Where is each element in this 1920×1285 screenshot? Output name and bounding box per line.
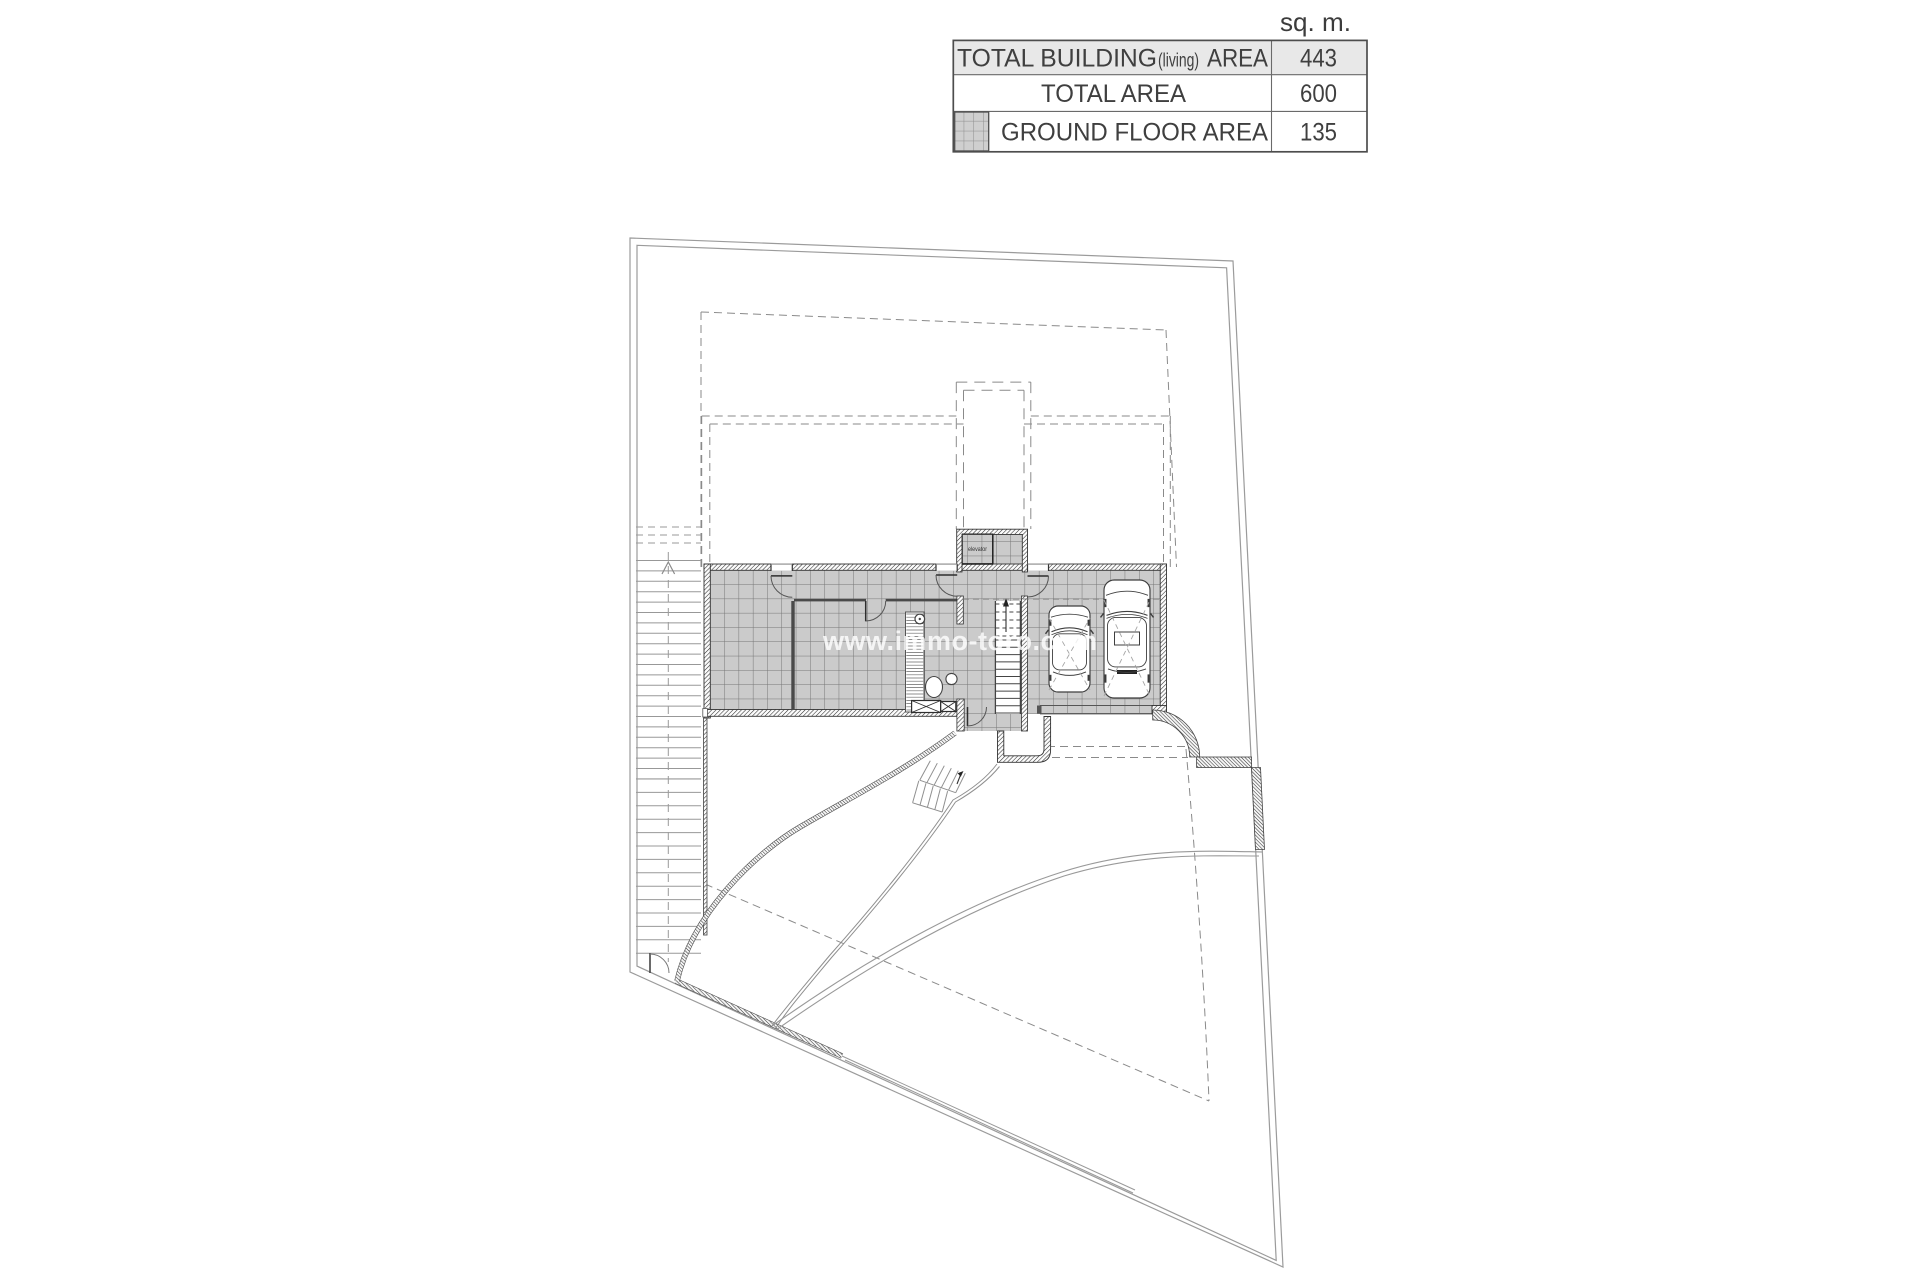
svg-text:www.immo-toro.com: www.immo-toro.com xyxy=(822,626,1097,656)
svg-text:600: 600 xyxy=(1300,80,1337,108)
svg-text:sq. m.: sq. m. xyxy=(1280,7,1351,37)
svg-text:TOTAL AREA: TOTAL AREA xyxy=(1041,80,1186,108)
svg-text:135: 135 xyxy=(1300,119,1337,147)
svg-text:elevator: elevator xyxy=(968,547,987,553)
svg-text:AREA: AREA xyxy=(1207,45,1268,73)
svg-text:443: 443 xyxy=(1300,45,1337,73)
svg-text:(living): (living) xyxy=(1158,51,1199,72)
svg-text:TOTAL BUILDING: TOTAL BUILDING xyxy=(957,45,1157,73)
svg-text:GROUND FLOOR AREA: GROUND FLOOR AREA xyxy=(1001,119,1268,147)
